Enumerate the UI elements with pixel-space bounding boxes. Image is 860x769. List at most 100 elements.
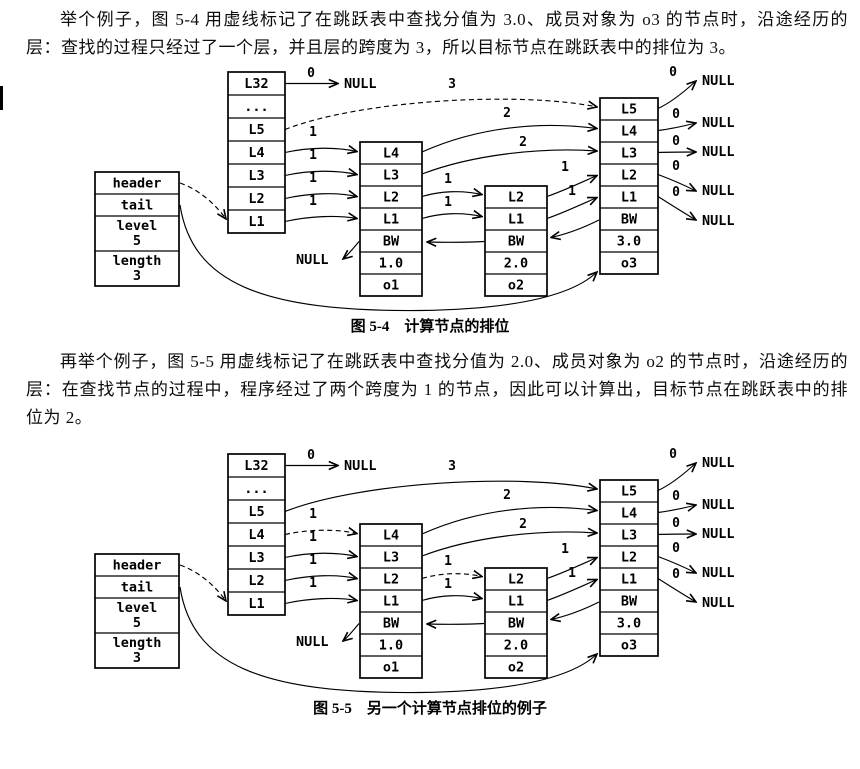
fig1-node3-cell-bw: BW: [621, 212, 638, 228]
fig2-node1-cell-o1: o1: [383, 660, 399, 676]
fig1-header-box-cell-length-value: 3: [133, 268, 141, 284]
fig2-header-tower-cell-l2: L2: [248, 573, 264, 589]
fig2-arrow-n3l5-null: [657, 463, 696, 492]
fig2-header-box-cell-length-value: 3: [133, 650, 141, 666]
fig2-span-n3l3-null: 0: [672, 516, 680, 531]
fig2-node2-cell-bw: BW: [508, 616, 525, 632]
fig2-span-n1l3-n3: 2: [519, 517, 527, 532]
fig2-span-n3l1-null: 0: [672, 567, 680, 582]
fig1-node1-cell-l1: L1: [383, 212, 399, 228]
fig2-arrow-n3l3-null: [657, 534, 696, 535]
fig2-arrow-bw1-null: [343, 623, 360, 642]
fig2-null-bw1-null: NULL: [296, 634, 329, 650]
fig1-span-n1l4-n3: 2: [503, 106, 511, 121]
fig1-arrow-n2l2-n3: [546, 176, 597, 198]
fig1-header-tower-cell-x: ...: [244, 99, 268, 115]
fig1-null-bw1-null: NULL: [296, 252, 329, 268]
margin-mark: [0, 86, 3, 110]
fig2-node1-cell-bw: BW: [383, 616, 400, 632]
fig2-span-tower-l3: 1: [309, 530, 317, 545]
fig1-span-l32-null: 0: [307, 66, 315, 81]
fig1-arrow-header-tower: [179, 182, 226, 219]
fig1-arrow-n3l3-null: [657, 152, 696, 153]
fig1-header-box-cell-level-value: 5: [133, 233, 141, 249]
fig1-node2-cell-o2: o2: [508, 278, 524, 294]
fig1-span-n3l2-null: 0: [672, 159, 680, 174]
fig2-span-n3l4-null: 0: [672, 489, 680, 504]
fig2-node3-cell-3-0: 3.0: [617, 616, 641, 632]
fig2-arrow-tail-node3: [179, 586, 597, 694]
fig1-span-n1l1-n2: 1: [444, 195, 452, 210]
fig2-arrow-bw3-2: [551, 601, 600, 620]
fig2-span-tower-l2: 1: [309, 553, 317, 568]
fig2-node2-cell-2-0: 2.0: [504, 638, 528, 654]
fig1-node3-cell-l5: L5: [621, 102, 637, 118]
fig1-arrow-n2l1-n3: [546, 198, 597, 220]
fig2-null-n3l1-null: NULL: [702, 595, 735, 611]
fig1-header-box-cell-length-label: length: [113, 253, 162, 269]
fig2-header-box-cell-length-label: length: [113, 635, 162, 651]
fig1-span-n2l2-n3: 1: [561, 160, 569, 175]
fig2-arrow-n2l1-n3: [546, 580, 597, 602]
fig2-node1-cell-l3: L3: [383, 550, 399, 566]
fig2-arrow-tower-l4: [284, 530, 357, 534]
fig1-header-box-cell-header: header: [113, 176, 162, 192]
fig1-header-box-cell-tail: tail: [121, 198, 154, 214]
fig2-span-n1l4-n3: 2: [503, 488, 511, 503]
fig1-node3-cell-l1: L1: [621, 190, 637, 206]
fig2-node2-cell-l2: L2: [508, 572, 524, 588]
fig1-arrow-tail-node3: [179, 204, 597, 312]
figure-5-5-skiplist-diagram: headertaillevel5length3L32...L5L4L3L2L1L…: [94, 447, 735, 694]
fig1-arrow-n1l3-n3: [421, 150, 597, 175]
fig2-arrow-tower-l2: [284, 576, 357, 581]
fig1-null-n3l1-null: NULL: [702, 213, 735, 229]
fig2-span-n2l1-n3: 1: [568, 566, 576, 581]
fig1-span-n2l1-n3: 1: [568, 184, 576, 199]
fig2-span-n3l2-null: 0: [672, 541, 680, 556]
figure-5-4-caption: 图 5-4 计算节点的排位: [350, 319, 510, 335]
fig2-null-n3l2-null: NULL: [702, 565, 735, 581]
fig1-arrow-bw2-1: [427, 242, 485, 243]
fig1-span-tower-l1: 1: [309, 194, 317, 209]
fig1-header-tower-cell-l1: L1: [248, 214, 264, 230]
fig1-arrow-l5-node3: [284, 98, 597, 131]
fig1-arrow-bw3-2: [551, 219, 600, 238]
fig2-null-n3l3-null: NULL: [702, 526, 735, 542]
fig2-node3-cell-l3: L3: [621, 528, 637, 544]
fig2-node1-cell-l1: L1: [383, 594, 399, 610]
paragraph-1: 举个例子，图 5-4 用虚线标记了在跳跃表中查找分值为 3.0、成员对象为 o3…: [26, 10, 848, 57]
fig2-header-box-cell-level-label: level: [117, 600, 158, 616]
fig2-arrow-tower-l3: [284, 553, 357, 557]
fig1-node3-cell-o3: o3: [621, 256, 637, 272]
fig1-arrow-tower-l2: [284, 194, 357, 199]
fig1-node1-cell-1-0: 1.0: [379, 256, 403, 272]
fig1-span-n3l3-null: 0: [672, 134, 680, 149]
fig1-node1-cell-l3: L3: [383, 168, 399, 184]
fig2-arrow-l5-node3: [284, 480, 597, 513]
fig1-node3-cell-l2: L2: [621, 168, 637, 184]
fig1-span-n3l4-null: 0: [672, 107, 680, 122]
fig1-node1-cell-l2: L2: [383, 190, 399, 206]
fig2-node3-cell-l5: L5: [621, 484, 637, 500]
fig1-node2-cell-bw: BW: [508, 234, 525, 250]
fig1-node3-cell-l4: L4: [621, 124, 637, 140]
fig2-arrow-n2l2-n3: [546, 558, 597, 580]
fig1-node2-cell-l2: L2: [508, 190, 524, 206]
figure-5-4-skiplist-diagram: headertaillevel5length3L32...L5L4L3L2L1L…: [94, 65, 735, 312]
fig2-header-box-cell-tail: tail: [121, 580, 154, 596]
fig1-null-n3l2-null: NULL: [702, 183, 735, 199]
fig2-node3-cell-l2: L2: [621, 550, 637, 566]
fig2-arrow-n3l2-null: [657, 555, 696, 574]
fig2-span-l5-node3: 3: [448, 459, 456, 474]
fig1-node1-cell-bw: BW: [383, 234, 400, 250]
fig2-arrow-header-tower: [179, 564, 226, 601]
fig2-arrow-n1l2-n2: [421, 574, 482, 579]
fig2-node1-cell-l2: L2: [383, 572, 399, 588]
fig2-node3-cell-l1: L1: [621, 572, 637, 588]
fig2-header-tower-cell-l32: L32: [244, 458, 268, 474]
fig1-header-tower-cell-l4: L4: [248, 145, 264, 161]
fig1-header-tower-cell-l5: L5: [248, 122, 264, 138]
